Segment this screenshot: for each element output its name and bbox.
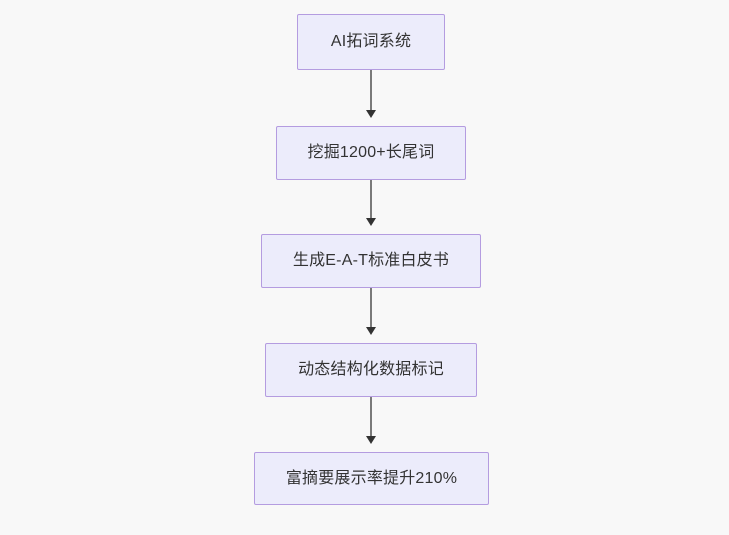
flow-node-generate-eat-whitepaper[interactable]: 生成E-A-T标准白皮书: [261, 234, 481, 288]
flow-node-ai-keyword-system[interactable]: AI拓词系统: [297, 14, 445, 70]
flow-node-label: 富摘要展示率提升210%: [285, 469, 458, 487]
flow-node-label: AI拓词系统: [330, 33, 412, 51]
arrowhead-node4-node5: [366, 436, 376, 444]
flow-node-mine-longtail-keywords[interactable]: 挖掘1200+长尾词: [276, 126, 466, 180]
connector-node3-node4: [370, 288, 372, 327]
flow-node-dynamic-structured-data-markup[interactable]: 动态结构化数据标记: [265, 343, 477, 397]
arrowhead-node2-node3: [366, 218, 376, 226]
flow-node-rich-snippet-impression-lift[interactable]: 富摘要展示率提升210%: [254, 452, 489, 505]
connector-node4-node5: [370, 397, 372, 436]
connector-node2-node3: [370, 180, 372, 218]
flow-node-label: 动态结构化数据标记: [298, 361, 444, 379]
flow-node-label: 挖掘1200+长尾词: [307, 144, 435, 162]
arrowhead-node1-node2: [366, 110, 376, 118]
connector-node1-node2: [370, 70, 372, 110]
flow-node-label: 生成E-A-T标准白皮书: [292, 252, 450, 270]
arrowhead-node3-node4: [366, 327, 376, 335]
